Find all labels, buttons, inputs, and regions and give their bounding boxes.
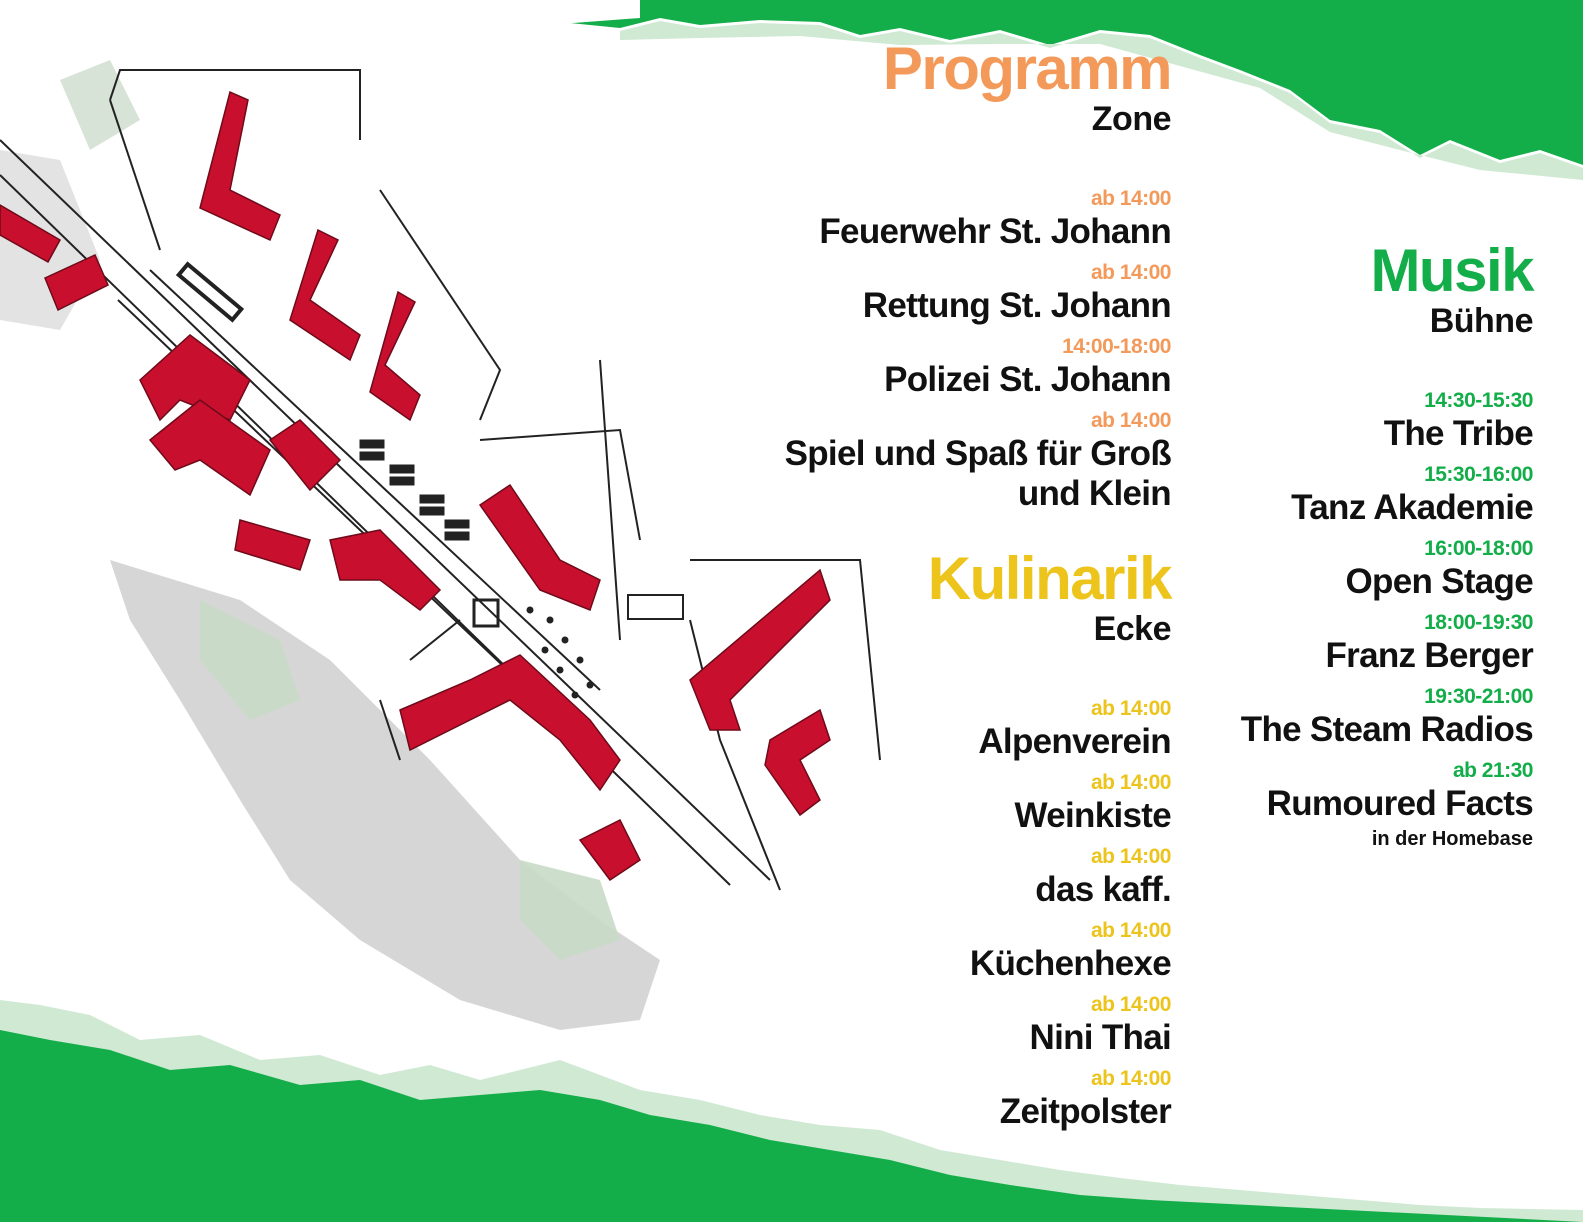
kulinarik-subtitle: Ecke [1093, 610, 1172, 648]
entry-name: Franz Berger [1325, 636, 1534, 675]
entry-name: Rettung St. Johann [862, 286, 1172, 325]
list-item: ab 14:00 Rettung St. Johann [451, 260, 1172, 326]
entry-time: ab 14:00 [1090, 845, 1172, 868]
entry-name: The Tribe [1383, 414, 1534, 453]
musik-list: 14:30-15:30 The Tribe 15:30-16:00 Tanz A… [1113, 388, 1534, 852]
entry-name: Polizei St. Johann [884, 360, 1172, 399]
entry-time: 14:30-15:30 [1424, 389, 1533, 412]
entry-name: Alpenverein [978, 722, 1171, 761]
kulinarik-title: Kulinarik [927, 545, 1173, 612]
list-item: ab 14:00 Spiel und Spaß für Groß und Kle… [451, 408, 1172, 514]
entry-time: ab 14:00 [1090, 409, 1172, 432]
kulinarik-list: ab 14:00 Alpenverein ab 14:00 Weinkiste … [451, 696, 1172, 1132]
entry-time: ab 14:00 [1090, 261, 1172, 284]
entry-time: ab 14:00 [1090, 993, 1172, 1016]
list-item: 16:00-18:00 Open Stage [1113, 536, 1534, 602]
entry-name: Open Stage [1345, 562, 1534, 601]
entry-time: 18:00-19:30 [1424, 611, 1533, 634]
list-item: ab 14:00 Nini Thai [451, 992, 1172, 1058]
list-item: ab 14:00 Zeitpolster [451, 1066, 1172, 1132]
entry-time: ab 14:00 [1090, 771, 1172, 794]
kulinarik-section: Kulinarik Ecke ab 14:00 Alpenverein ab 1… [451, 545, 1173, 1132]
entry-time: ab 21:30 [1452, 759, 1534, 782]
entry-time: ab 14:00 [1090, 187, 1172, 210]
entry-name: Nini Thai [1029, 1018, 1172, 1057]
entry-time: ab 14:00 [1090, 919, 1172, 942]
buildings [0, 90, 831, 882]
list-item: 19:30-21:00 The Steam Radios [1113, 684, 1534, 750]
map-features [175, 261, 684, 699]
entry-time: ab 14:00 [1090, 1067, 1172, 1090]
entry-time: ab 14:00 [1090, 697, 1172, 720]
list-item: ab 14:00 Feuerwehr St. Johann [451, 186, 1171, 252]
list-item: ab 14:00 Küchenhexe [451, 918, 1172, 984]
list-item: ab 14:00 Alpenverein [451, 696, 1171, 762]
entry-time: 16:00-18:00 [1424, 537, 1533, 560]
programm-subtitle: Zone [1091, 100, 1172, 138]
programm-title: Programm [882, 35, 1173, 102]
entry-time: 19:30-21:00 [1424, 685, 1533, 708]
programm-list: ab 14:00 Feuerwehr St. Johann ab 14:00 R… [451, 186, 1172, 514]
entry-name: Küchenhexe [969, 944, 1172, 983]
entry-name: Rumoured Facts [1266, 784, 1534, 823]
entry-name: Spiel und Spaß für Groß und Klein [784, 434, 1172, 513]
entry-time: 14:00-18:00 [1062, 335, 1171, 358]
entry-name: Zeitpolster [999, 1092, 1172, 1131]
entry-name: The Steam Radios [1240, 710, 1534, 749]
list-item: ab 14:00 das kaff. [451, 844, 1171, 910]
list-item: 15:30-16:00 Tanz Akademie [1113, 462, 1534, 528]
musik-subtitle: Bühne [1429, 302, 1534, 340]
entry-time: 15:30-16:00 [1424, 463, 1533, 486]
programm-column: Programm Zone ab 14:00 Feuerwehr St. Joh… [451, 35, 1173, 1140]
list-item: 14:30-15:30 The Tribe [1113, 388, 1534, 454]
torn-paper-top [0, 0, 1583, 165]
list-item: 14:00-18:00 Polizei St. Johann [451, 334, 1172, 400]
musik-column: Musik Bühne 14:30-15:30 The Tribe 15:30-… [1113, 237, 1535, 860]
entry-name: Feuerwehr St. Johann [819, 212, 1171, 251]
torn-paper-top-edge [620, 21, 1583, 180]
list-item: 18:00-19:30 Franz Berger [1113, 610, 1534, 676]
venue-note: in der Homebase [1371, 828, 1533, 850]
list-item: ab 14:00 Weinkiste [451, 770, 1172, 836]
musik-title: Musik [1370, 237, 1534, 304]
entry-name: Weinkiste [1014, 796, 1172, 835]
entry-name: Tanz Akademie [1291, 488, 1534, 527]
list-item: ab 21:30 Rumoured Facts in der Homebase [1113, 758, 1534, 852]
entry-name: das kaff. [1035, 870, 1171, 909]
